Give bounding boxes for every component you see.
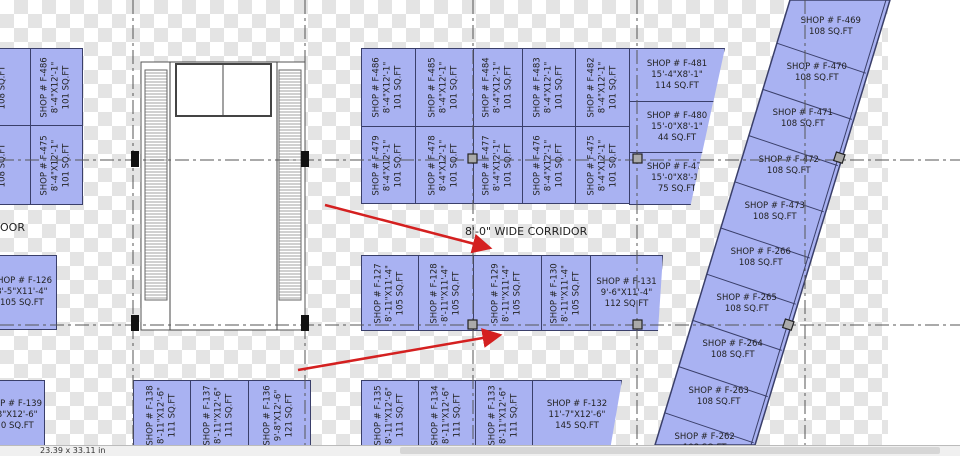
shop-divider (748, 135, 838, 167)
shop-shop-f-262[interactable]: SHOP # F-262108 SQ.FT (667, 432, 743, 445)
shop-id: SHOP # F-263 (688, 385, 749, 396)
columns (131, 151, 309, 331)
red-arrow-1 (324, 203, 493, 254)
grid-lines (0, 0, 960, 445)
shop-area: 75 SQ.FT (657, 184, 697, 194)
shop-divider (762, 88, 852, 120)
shop-area: 108 SQ.FT (667, 443, 743, 445)
shop-id: SHOP # F-264 (702, 339, 763, 350)
shop-divider (678, 366, 768, 398)
shop-dim: 11'-7"X12'-6" (548, 409, 606, 420)
shop-id: SHOP # F-469 (800, 16, 861, 26)
shop-area: 108 SQ.FT (808, 27, 853, 37)
shop-id: SHOP # F-266 (730, 247, 791, 257)
shop-dim: 15'-0"X8'-1" (651, 121, 703, 132)
corridor-label-left: OOR (0, 221, 25, 234)
shop-id: SHOP # F-265 (716, 293, 777, 304)
shop-area: 108 SQ.FT (794, 73, 839, 84)
blank-area (888, 0, 960, 445)
shop-divider (720, 227, 810, 259)
shop-id: SHOP # F-481 (646, 58, 708, 69)
shop-id: SHOP # F-474 (646, 162, 708, 172)
shop-partial[interactable]: 108 SQ.FT (0, 125, 31, 205)
shop-id: SHOP # F-262 (674, 431, 735, 442)
shop-dim: 15'-0"X8'-1" (651, 173, 703, 183)
shop-divider (706, 273, 796, 305)
shop-area: 108 SQ.FT (780, 119, 825, 130)
horizontal-scrollbar[interactable] (400, 447, 940, 454)
shop-id: SHOP # F-131 (596, 276, 657, 287)
shop-divider (664, 412, 754, 444)
shop-area: 114 SQ.FT (655, 80, 699, 91)
overlay-linework (0, 0, 960, 445)
red-arrow-2 (297, 328, 503, 372)
shop-divider (776, 42, 866, 74)
shop-area: 108 SQ.FT (752, 211, 797, 222)
shop-area: 108 SQ.FT (710, 350, 755, 361)
shop-area: 108 SQ.FT (738, 258, 783, 268)
shop-area: 44 SQ.FT (657, 132, 697, 143)
shop-dim: 15'-4"X8'-1" (651, 69, 703, 80)
shop-id: SHOP # F-480 (646, 110, 708, 121)
shop-id: SHOP # F-471 (772, 108, 833, 119)
shop-id: SHOP # F-132 (546, 398, 608, 409)
shop-area: 145 SQ.FT (555, 420, 599, 431)
page-size: 23.39 x 33.11 in (40, 446, 106, 455)
corridor-label: 8'-0" WIDE CORRIDOR (465, 225, 588, 238)
shop-area: 108 SQ.FT (724, 304, 769, 315)
shop-divider (734, 181, 824, 213)
column-markers (467, 151, 846, 332)
shop-area: 108 SQ.FT (696, 396, 741, 407)
shop-id: SHOP # F-473 (744, 200, 805, 211)
plan-linework (140, 0, 891, 445)
shop-id: SHOP # F-470 (786, 62, 847, 73)
shop-dim: 9'-6"X11'-4" (600, 287, 653, 298)
shop-area: 108 SQ.FT (766, 165, 811, 176)
shop-label: SHOP # F-1398'-3"X12'-6"110 SQ.FT (0, 398, 42, 431)
escalator (140, 61, 306, 331)
shop-area: 112 SQ.FT (604, 298, 649, 309)
diagonal-shop-strip (654, 0, 891, 445)
shop-f-139[interactable]: SHOP # F-1398'-3"X12'-6"110 SQ.FT (0, 380, 45, 445)
